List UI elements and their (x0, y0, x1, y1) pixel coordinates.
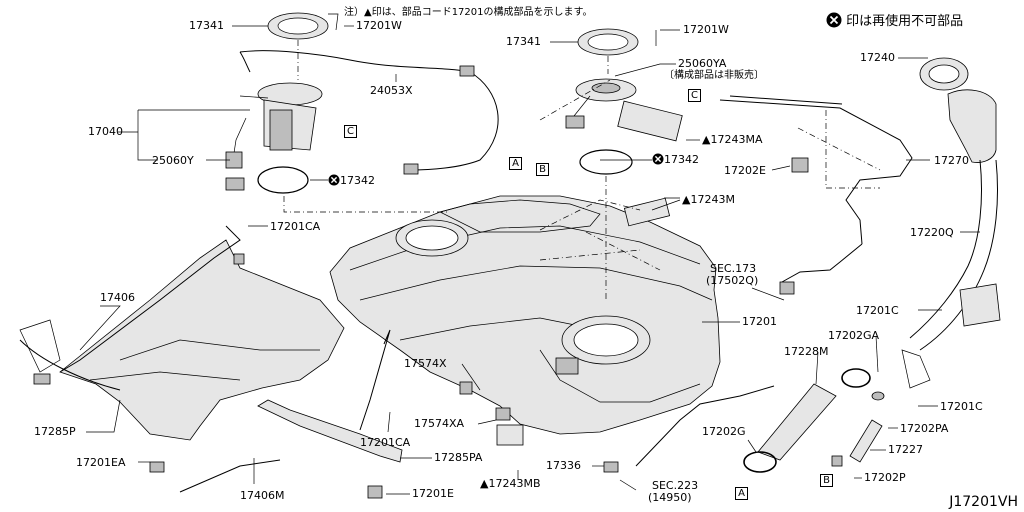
x-circle-icon (328, 174, 340, 186)
part-label-17201c: 17201C (856, 304, 899, 317)
part-label-17202ga: 17202GA (828, 329, 880, 342)
part-label-17243m: ▲17243M (682, 193, 735, 206)
note-text: 注）▲印は、部品コード17201の構成部品を示します。 (344, 7, 593, 18)
legend-label: 印は再使用不可部品 (846, 14, 964, 29)
filler-tube (719, 57, 1001, 389)
part-label-17202e: 17202E (724, 164, 766, 177)
section-ref-173: SEC.173 (710, 262, 757, 275)
part-label-17574x: 17574X (404, 357, 447, 370)
part-label-17201w: 17201W (683, 23, 729, 36)
ref-box-b: B (820, 474, 833, 487)
part-label-17201w: 17201W (356, 19, 402, 32)
fuel-tank (329, 100, 721, 446)
part-number: 17342 (664, 153, 699, 166)
part-label-17574xa: 17574XA (414, 417, 465, 430)
part-label-17202g: 17202G (702, 425, 746, 438)
part-label-25060y: 25060Y (152, 154, 194, 167)
part-label-17285pa: 17285PA (434, 451, 483, 464)
x-circle-icon (652, 153, 664, 165)
part-label-17243ma: ▲17243MA (702, 133, 763, 146)
part-label-17040: 17040 (88, 125, 123, 138)
part-label-17285p: 17285P (34, 425, 76, 438)
ref-box-c: C (688, 89, 701, 102)
legend: 印は再使用不可部品 (826, 10, 963, 29)
part-label-17201c: 17201C (940, 400, 983, 413)
section-ref-14950: (14950) (648, 491, 692, 504)
part-label-17243mb: ▲17243MB (480, 477, 541, 490)
part-label-17202p: 17202P (864, 471, 906, 484)
ref-box-b: B (536, 163, 549, 176)
part-label-17270: 17270 (934, 154, 969, 167)
ref-box-c: C (344, 125, 357, 138)
part-note-not-sold: 〔構成部品は非販売〕 (664, 70, 764, 81)
part-label-17227: 17227 (888, 443, 923, 456)
fuel-pump-module (225, 12, 499, 194)
part-label-24053x: 24053X (370, 84, 413, 97)
part-label-17201e: 17201E (412, 487, 454, 500)
part-label-17406m: 17406M (240, 489, 285, 502)
ref-box-a: A (509, 157, 522, 170)
leader-lines (79, 25, 980, 495)
section-ref-223: SEC.223 (652, 479, 699, 492)
part-label-17342: 17342 (328, 174, 375, 187)
part-label-17228m: 17228M (784, 345, 829, 358)
part-label-17336: 17336 (546, 459, 581, 472)
vent-hoses (603, 368, 885, 473)
part-label-17202pa: 17202PA (900, 422, 949, 435)
section-ref-17502q: (17502Q) (706, 274, 759, 287)
x-circle-icon (826, 12, 842, 28)
part-number: 17342 (340, 174, 375, 187)
ref-box-a: A (735, 487, 748, 500)
part-label-17342: 17342 (652, 153, 699, 166)
part-label-17201ea: 17201EA (76, 456, 126, 469)
part-label-17201: 17201 (742, 315, 777, 328)
leader-dashes (283, 40, 881, 300)
part-label-17341: 17341 (506, 35, 541, 48)
part-label-17341: 17341 (189, 19, 224, 32)
diagram-code: J17201VH (949, 494, 1018, 510)
part-label-17240: 17240 (860, 51, 895, 64)
part-label-17201ca: 17201CA (360, 436, 411, 449)
part-label-17220q: 17220Q (910, 226, 954, 239)
part-label-17201ca: 17201CA (270, 220, 321, 233)
part-label-17406: 17406 (100, 291, 135, 304)
heat-shields (19, 225, 403, 499)
part-label-25060ya: 25060YA (678, 57, 727, 70)
fuel-level-sender (565, 28, 657, 175)
